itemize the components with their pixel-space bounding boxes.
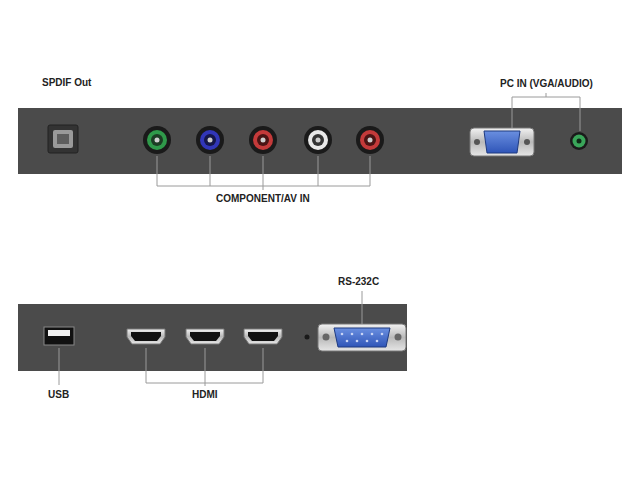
group-label: COMPONENT/AV IN (216, 193, 310, 205)
port-label: RS-232C (338, 276, 379, 288)
group-label: HDMI (192, 389, 218, 401)
audio-jack (570, 132, 588, 150)
hdmi-ports (127, 329, 282, 344)
panel-top (18, 108, 622, 174)
vga-port (470, 128, 534, 156)
bracket (157, 93, 580, 190)
port-label: SPDIF Out (42, 77, 91, 89)
usb-port (44, 327, 74, 345)
port-label: USB (48, 389, 69, 401)
panel-bottom (18, 304, 407, 371)
spdif-port (48, 125, 78, 153)
port-label: PC IN (VGA/AUDIO) (500, 78, 593, 90)
db9-port (318, 324, 406, 351)
bracket (59, 291, 362, 386)
rca-jacks (143, 126, 384, 154)
spdif-port (53, 130, 73, 148)
